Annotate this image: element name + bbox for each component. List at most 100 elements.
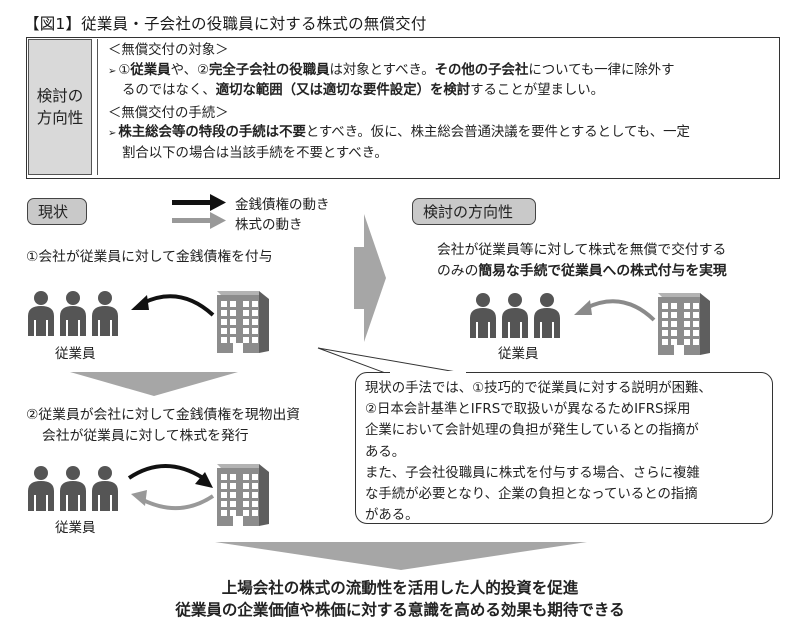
legend-money-label: 金銭債権の動き	[235, 197, 330, 213]
building-icon	[217, 291, 269, 353]
bold-text: 従業員	[130, 62, 171, 78]
text: とすべき。仮に、株主総会普通決議を要件とするとしても、一定	[305, 125, 690, 141]
person-icon	[28, 466, 54, 511]
building-window	[230, 301, 236, 307]
building-window	[230, 474, 236, 480]
building-window	[243, 492, 249, 498]
building-window	[221, 301, 227, 307]
building-window	[662, 321, 668, 327]
building-window	[252, 483, 258, 489]
bold-text: 適切な範囲（又は適切な要件設定）を検討	[215, 83, 471, 99]
building-window	[662, 330, 668, 336]
building-window	[252, 319, 258, 325]
figure-title: 【図1】従業員・子会社の役職員に対する株式の無償交付	[24, 15, 427, 33]
building-side	[700, 293, 710, 355]
building-window	[252, 501, 258, 507]
callout-line: な手続が必要となり、企業の負担となっているとの指摘	[365, 487, 698, 503]
proposal-pill: 検討の方向性	[412, 198, 536, 225]
callout-line: がある。	[365, 508, 419, 524]
callout-line: ②日本会計基準とIFRSで取扱いが異なるためIFRS採用	[365, 402, 691, 418]
text: することが望ましい。	[470, 83, 605, 99]
building-window	[684, 330, 690, 336]
building-window	[243, 319, 249, 325]
person-icon	[470, 293, 496, 338]
callout-line: また、子会社役職員に株式を付与する場合、さらに複雑	[365, 465, 700, 481]
current-step2-line1: ②従業員が会社に対して金銭債権を現物出資	[26, 407, 301, 423]
employee-label: 従業員	[498, 346, 539, 362]
building-window	[221, 310, 227, 316]
building-window	[230, 501, 236, 507]
summary-frame	[26, 37, 780, 179]
building-window	[662, 312, 668, 318]
current-step2-line2: 会社が従業員に対して株式を発行	[42, 428, 249, 444]
building-window	[662, 303, 668, 309]
building-window	[221, 483, 227, 489]
rich-text: 株主総会等の特段の手続は不要とすべき。仮に、株主総会普通決議を要件とするとしても…	[118, 125, 690, 140]
text: ①	[118, 62, 131, 78]
summary-content: ＜無償交付の対象＞ ➢①従業員や、②完全子会社の役職員は対象とすべき。その他の子…	[97, 39, 776, 175]
stock-flow-arrow-icon	[131, 490, 215, 511]
building-window	[684, 321, 690, 327]
building-window	[230, 337, 236, 343]
building-window	[243, 337, 249, 343]
building-window	[684, 312, 690, 318]
section2-heading: ＜無償交付の手続＞	[108, 105, 229, 121]
employee-label: 従業員	[55, 346, 96, 362]
summary-side-label: 検討の 方向性	[28, 39, 92, 175]
conclusion-line1: 上場会社の株式の流動性を活用した人的投資を促進	[221, 579, 579, 597]
section1-bullet-line2: るのではなく、適切な範囲（又は適切な要件設定）を検討することが望ましい。	[108, 81, 776, 101]
people-icon	[470, 293, 560, 338]
building-window	[693, 303, 699, 309]
building-window	[230, 492, 236, 498]
legend-stock-label: 株式の動き	[235, 217, 303, 233]
text: や、②	[170, 62, 209, 78]
section2-bullet-line1: ➢株主総会等の特段の手続は不要とすべき。仮に、株主総会普通決議を要件とするとして…	[108, 123, 776, 144]
bullet-arrow-icon: ➢	[108, 65, 117, 77]
building-window	[252, 337, 258, 343]
building-window	[230, 319, 236, 325]
building-window	[221, 474, 227, 480]
current-status-pill: 現状	[27, 198, 87, 225]
building-window	[252, 474, 258, 480]
building-window	[230, 310, 236, 316]
building-window	[243, 301, 249, 307]
employee-label: 従業員	[55, 520, 96, 536]
person-icon	[60, 291, 86, 336]
section2-bullet-line2: 割合以下の場合は当該手続を不要とすべき。	[108, 144, 776, 164]
bold-text: その他の子会社	[434, 62, 529, 78]
building-door	[233, 516, 243, 526]
text: についても一律に除外す	[528, 62, 675, 78]
proposal-desc-line1: 会社が従業員等に対して株式を無償で交付する	[437, 242, 727, 258]
building-window	[671, 303, 677, 309]
building-window	[221, 510, 227, 516]
transition-arrow-icon	[354, 214, 386, 342]
building-window	[243, 328, 249, 334]
person-icon	[60, 466, 86, 511]
rich-text: ①従業員や、②完全子会社の役職員は対象とすべき。その他の子会社についても一律に除…	[118, 63, 674, 78]
building-window	[252, 492, 258, 498]
conclusion-line2: 従業員の企業価値や株価に対する意識を高める効果も期待できる	[175, 601, 625, 619]
building-window	[662, 339, 668, 345]
legend-money-arrow-icon	[172, 194, 226, 211]
building-window	[221, 337, 227, 343]
building-window	[693, 330, 699, 336]
building-window	[693, 321, 699, 327]
building-window	[221, 328, 227, 334]
building-door	[674, 345, 684, 355]
building-window	[252, 301, 258, 307]
building-window	[221, 319, 227, 325]
callout-line: 現状の手法では、①技巧的で従業員に対する説明が困難、	[365, 381, 712, 396]
building-window	[252, 310, 258, 316]
building-window	[230, 483, 236, 489]
issue-callout: 現状の手法では、①技巧的で従業員に対する説明が困難、 ②日本会計基準とIFRSで取…	[355, 372, 773, 524]
person-icon	[28, 291, 54, 336]
building-window	[252, 328, 258, 334]
money-flow-arrow-icon	[127, 464, 213, 488]
tail-joint	[390, 371, 466, 374]
conclusion-arrow-icon	[215, 542, 587, 570]
proposal-desc-bold: 簡易な手続で従業員への株式付与を実現	[478, 263, 727, 279]
proposal-desc-plain: のみの	[437, 263, 479, 279]
building-window	[221, 492, 227, 498]
callout-text: 現状の手法では、①技巧的で従業員に対する説明が困難、 ②日本会計基準とIFRSで取…	[365, 378, 772, 526]
section1-bullet-line1: ➢①従業員や、②完全子会社の役職員は対象とすべき。その他の子会社についても一律に…	[108, 61, 776, 82]
